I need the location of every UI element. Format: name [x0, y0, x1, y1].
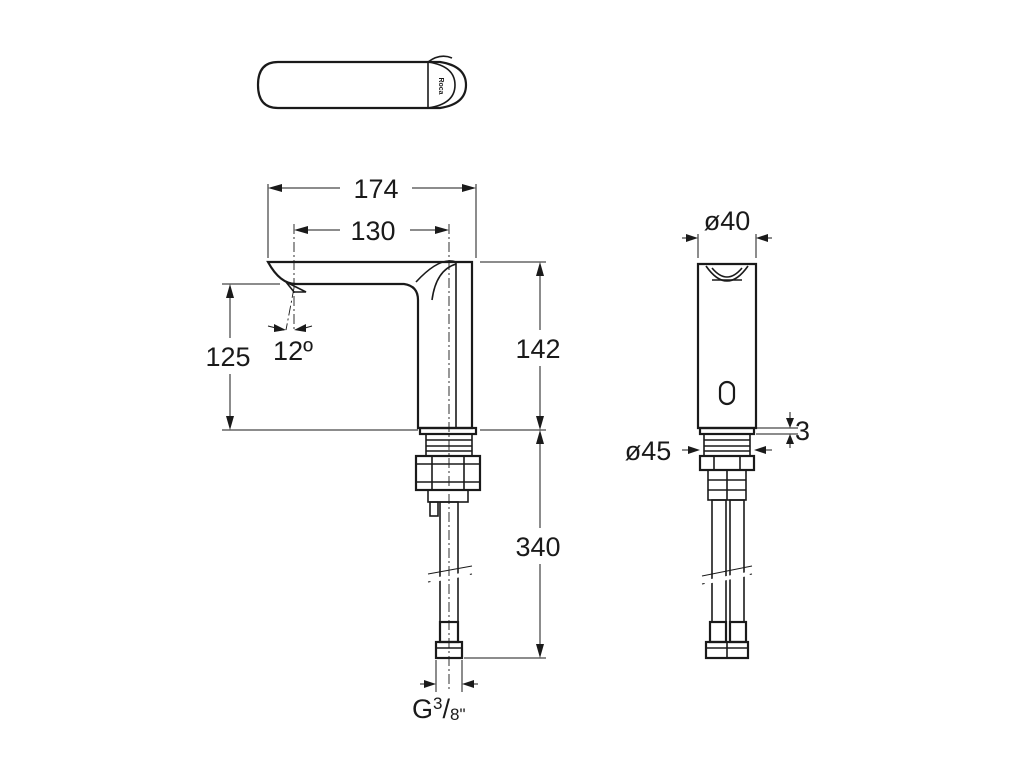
dimension-130: 130 — [294, 216, 449, 246]
brand-logo: Roca — [437, 77, 444, 94]
dim-hose-length: 340 — [515, 532, 560, 562]
dim-base-diameter: ø45 — [625, 436, 672, 466]
dimension-angle: 12º — [267, 324, 313, 366]
dim-body-diameter: ø40 — [704, 206, 751, 236]
fixing-nut — [414, 454, 482, 492]
dimension-diameter-45: ø45 — [625, 436, 772, 466]
top-view: Roca — [256, 55, 468, 110]
front-hose-left — [711, 499, 727, 623]
dimension-thread: G3/8" — [412, 660, 478, 724]
front-hose-right — [729, 499, 745, 623]
dim-outlet-height: 125 — [205, 342, 250, 372]
dimension-diameter-40: ø40 — [682, 206, 772, 258]
dim-outlet-angle: 12º — [273, 336, 313, 366]
dim-base-thickness: 3 — [795, 416, 810, 446]
dimension-174: 174 — [267, 174, 477, 258]
sensor-window — [718, 380, 736, 406]
dim-spout-reach: 130 — [350, 216, 395, 246]
dimension-thickness-3: 3 — [756, 412, 810, 448]
top-view-spout-outline — [256, 60, 468, 110]
dim-body-height: 142 — [515, 334, 560, 364]
front-view: ø40 ø45 3 — [625, 206, 810, 660]
dim-overall-length: 174 — [353, 174, 398, 204]
dimension-340: 340 — [464, 430, 561, 659]
spout-body-outline — [266, 260, 474, 430]
dimension-125: 125 — [205, 283, 418, 431]
dimension-142: 142 — [480, 261, 561, 431]
front-outlet — [705, 265, 749, 282]
dim-connection-thread: G3/8" — [412, 694, 466, 724]
top-view-body-edge — [427, 61, 456, 109]
side-view: 174 130 125 12º 142 — [205, 174, 560, 724]
